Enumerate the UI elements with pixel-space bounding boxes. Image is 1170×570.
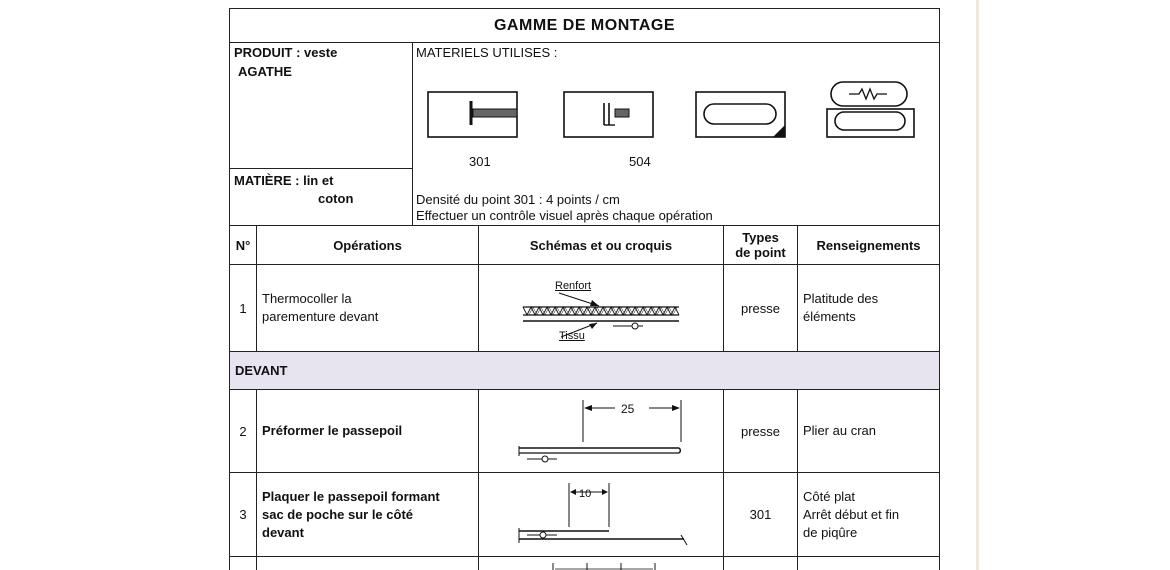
material-cell: MATIÈRE : lin et coton <box>229 168 413 226</box>
row3-operation-line3: devant <box>262 524 304 540</box>
control-note: Effectuer un contrôle visuel après chaqu… <box>416 208 713 223</box>
row1-renfort-label: Renfort <box>555 280 592 292</box>
row2-dimension-label: 25 <box>621 402 635 416</box>
materials-title: MATERIELS UTILISES : <box>416 45 558 60</box>
lockstitch-301-icon <box>427 91 518 138</box>
row3-info-line1: Côté plat <box>803 488 856 504</box>
row4-type-cell <box>723 556 798 570</box>
row3-operation-line1: Plaquer le passepoil formant <box>262 488 440 504</box>
header-renseignements: Renseignements <box>797 225 940 265</box>
row3-sketch: 10 <box>478 472 724 557</box>
row3-num: 3 <box>229 472 257 557</box>
row2-info: Plier au cran <box>797 389 940 473</box>
header-operations: Opérations <box>256 225 479 265</box>
section-devant: DEVANT <box>229 351 940 390</box>
row4-num-cell <box>229 556 257 570</box>
machine-code-504: 504 <box>629 154 651 169</box>
row3-info-line3: de piqûre <box>803 524 858 540</box>
row3-info-line2: Arrêt début et fin <box>803 506 900 522</box>
header-types-line1: Types <box>742 230 779 245</box>
row3-operation-line2: sac de poche sur le côté <box>262 506 414 522</box>
row4-sketch-icon <box>552 563 656 570</box>
materials-cell: MATERIELS UTILISES : 301 504 Densité <box>412 42 940 226</box>
piping-fold-sketch-icon <box>518 400 682 463</box>
row4-operation-cell <box>256 556 479 570</box>
steam-press-icon <box>826 81 915 138</box>
row1-info-line1: Platitude des <box>803 291 879 306</box>
overlock-504-icon <box>563 91 654 138</box>
row1-operation-line2: parementure devant <box>262 309 379 324</box>
row1-info-line2: éléments <box>803 309 856 324</box>
row1-type: presse <box>723 264 798 352</box>
row1-info: Platitude des éléments <box>797 264 940 352</box>
row1-operation-line1: Thermocoller la <box>262 291 352 306</box>
page-edge <box>976 0 979 570</box>
row1-num: 1 <box>229 264 257 352</box>
piping-attach-sketch-icon <box>518 483 688 546</box>
product-name: AGATHE <box>238 64 292 79</box>
row1-tissu-label: Tissu <box>559 330 585 342</box>
row3-dimension-label: 10 <box>579 488 592 500</box>
header-types: Types de point <box>723 225 798 265</box>
machine-code-301: 301 <box>469 154 491 169</box>
material-name: coton <box>318 191 354 206</box>
row2-sketch: 25 <box>478 389 724 473</box>
row2-num: 2 <box>229 389 257 473</box>
header-num: N° <box>229 225 257 265</box>
sheet-title: GAMME DE MONTAGE <box>229 8 940 43</box>
press-plate-icon <box>695 91 786 138</box>
row1-operation: Thermocoller la parementure devant <box>256 264 479 352</box>
row2-operation: Préformer le passepoil <box>256 389 479 473</box>
row3-type: 301 <box>723 472 798 557</box>
fusing-sketch-icon <box>522 292 680 338</box>
density-note: Densité du point 301 : 4 points / cm <box>416 192 620 207</box>
header-types-line2: de point <box>735 245 786 260</box>
product-cell: PRODUIT : veste AGATHE <box>229 42 413 169</box>
row4-info-cell <box>797 556 940 570</box>
row4-sketch-cell <box>478 556 724 570</box>
row2-type: presse <box>723 389 798 473</box>
row1-sketch: Renfort Tissu <box>478 264 724 352</box>
header-schemas: Schémas et ou croquis <box>478 225 724 265</box>
row3-operation: Plaquer le passepoil formant sac de poch… <box>256 472 479 557</box>
product-label: PRODUIT : veste <box>234 45 338 60</box>
material-label: MATIÈRE : lin et <box>234 173 334 188</box>
row3-info: Côté plat Arrêt début et fin de piqûre <box>797 472 940 557</box>
